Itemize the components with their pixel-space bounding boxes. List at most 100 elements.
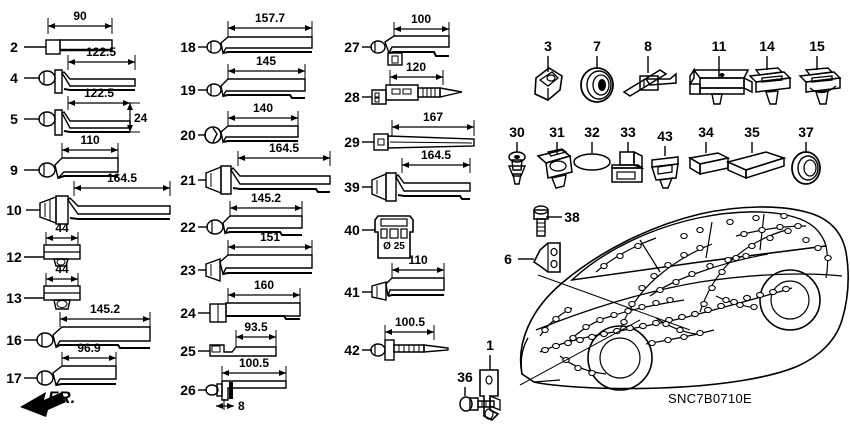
part-26-group: 26 100.5 8: [180, 356, 287, 413]
part-23-group: 23 151: [180, 230, 313, 282]
callout-20: 20: [180, 127, 196, 143]
dim-text-9: 110: [80, 133, 100, 147]
drawing-code: SNC7B0710E: [668, 391, 752, 406]
dim-28: 120: [389, 60, 444, 85]
dim-23: 151: [227, 230, 313, 255]
dim-24: 160: [227, 278, 301, 303]
dim-text-5: 122.5: [84, 86, 114, 100]
part-34-group: 34: [687, 124, 731, 176]
dim-text-23: 151: [260, 230, 280, 244]
dim-16: 145.2: [59, 302, 151, 327]
dim-text-22: 145.2: [251, 191, 281, 205]
part-40-group: 40 Ø 25: [344, 215, 414, 259]
callout-22: 22: [180, 219, 196, 235]
callout-10: 10: [6, 202, 22, 218]
callout-19: 19: [180, 82, 196, 98]
part-38-group: 38: [533, 205, 580, 237]
dim-4: 122.5: [67, 45, 136, 70]
part-25-group: 25 93.5: [180, 320, 277, 359]
callout-37: 37: [798, 124, 814, 140]
dim-text-19: 145: [256, 54, 276, 68]
callout-5: 5: [10, 111, 18, 127]
part-5-group: 5 122.5 24: [10, 86, 148, 136]
dim-10: 164.5: [73, 171, 171, 196]
dim-text-41: 110: [408, 253, 428, 267]
dim-text-26: 100.5: [239, 356, 269, 370]
dim-29: 167: [391, 110, 475, 136]
dim-42: 100.5: [384, 315, 435, 340]
part-28-group: 28 120: [344, 60, 463, 105]
callout-26: 26: [180, 382, 196, 398]
dim-text-17: 96.9: [77, 341, 101, 355]
part-2-group: 2 90: [10, 9, 113, 55]
dim-41: 110: [391, 253, 445, 278]
dim-20: 140: [227, 101, 299, 126]
dim-text-39: 164.5: [421, 148, 451, 162]
part-15-group: 15: [798, 38, 842, 105]
callout-31: 31: [549, 124, 565, 140]
part-3-group: 3: [534, 38, 563, 102]
dim-5-vertical: 24: [124, 102, 148, 133]
callout-29: 29: [344, 134, 360, 150]
part-43-group: 43: [651, 128, 679, 189]
callout-38: 38: [564, 209, 580, 225]
dim-text-21: 164.5: [269, 141, 299, 155]
dim-text-16: 145.2: [90, 302, 120, 316]
dim-text-10: 164.5: [107, 171, 137, 185]
dim-18: 157.7: [227, 11, 313, 37]
dim-5: 122.5: [67, 86, 130, 110]
dim-26: 100.5: [221, 356, 287, 381]
callout-2: 2: [10, 39, 18, 55]
callout-3: 3: [544, 38, 552, 54]
part-13-group: 13 44: [6, 262, 81, 310]
part-11-group: 11: [689, 38, 753, 105]
dim-text-18: 157.7: [255, 11, 285, 25]
part-19-group: 19 145: [180, 54, 306, 99]
callout-30: 30: [509, 124, 525, 140]
part-21-group: 21 164.5: [180, 141, 331, 195]
dim-text-2: 90: [73, 9, 87, 23]
dim-text-20: 140: [253, 101, 273, 115]
callout-34: 34: [698, 124, 714, 140]
part-8-group: 8: [622, 38, 677, 97]
callout-17: 17: [6, 370, 22, 386]
callout-9: 9: [10, 162, 18, 178]
part-29-group: 29 167: [344, 110, 475, 151]
callout-18: 18: [180, 39, 196, 55]
callout-4: 4: [10, 70, 18, 86]
callout-43: 43: [657, 128, 673, 144]
part-37-group: 37: [791, 124, 821, 185]
part-32-group: 32: [573, 124, 611, 171]
vehicle-harness-illustration: [519, 206, 849, 391]
dim-text-5b: 24: [134, 111, 148, 125]
callout-16: 16: [6, 332, 22, 348]
part-24-group: 24 160: [180, 278, 301, 323]
callout-40: 40: [344, 222, 360, 238]
dim-text-12: 44: [55, 221, 69, 235]
callout-13: 13: [6, 290, 22, 306]
dim-2: 90: [47, 9, 113, 34]
fr-label: FR.: [48, 388, 75, 407]
part-10-group: 10 164.5: [6, 171, 171, 225]
callout-24: 24: [180, 305, 196, 321]
callout-14: 14: [759, 38, 775, 54]
dim-text-13: 44: [55, 262, 69, 276]
part-41-group: 41 110: [344, 253, 445, 301]
part-27-group: 27 100: [344, 12, 450, 66]
callout-33: 33: [620, 124, 636, 140]
part-9-group: 9 110: [10, 133, 119, 180]
part-16-group: 16 145.2: [6, 302, 151, 349]
dim-text-27: 100: [411, 12, 431, 26]
front-direction-marker: FR.: [20, 388, 75, 417]
callout-1: 1: [486, 337, 494, 353]
part-18-group: 18 157.7: [180, 11, 313, 55]
callout-32: 32: [584, 124, 600, 140]
callout-25: 25: [180, 343, 196, 359]
callout-39: 39: [344, 179, 360, 195]
part-6-group: 6: [504, 242, 561, 273]
callout-27: 27: [344, 39, 360, 55]
dim-text-4: 122.5: [86, 45, 116, 59]
callout-35: 35: [744, 124, 760, 140]
dim-22: 145.2: [229, 191, 303, 216]
dim-13: 44: [45, 262, 79, 286]
